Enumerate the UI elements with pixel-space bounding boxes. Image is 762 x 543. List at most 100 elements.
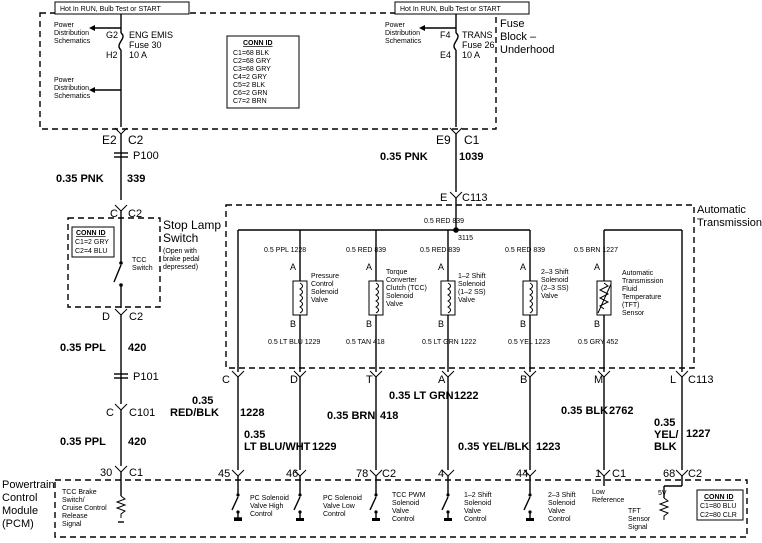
shift-solenoid-1-2 — [440, 280, 456, 316]
label-right-feed-c1: C1 — [464, 133, 480, 147]
tcc-pwm-driver — [369, 476, 380, 521]
label-fuse-block-pds-3-line1: Power — [385, 22, 406, 29]
p100-label: P100 — [133, 150, 159, 162]
wire-420-gauge-lower: 0.35 PPL — [60, 436, 106, 448]
label-automatic-transmission-components-4-name-3: Temperature — [622, 294, 661, 301]
wire-1222-circuit: 1222 — [454, 390, 478, 402]
label-left-column-d: D — [102, 311, 110, 323]
label-fuse-block-pds-2-line2: Distribution — [54, 85, 89, 92]
label-pcm-tft-0: TFT — [628, 508, 642, 515]
label-fuse-block-pds-2-line3: Schematics — [54, 93, 91, 100]
wire-418-circuit: 418 — [380, 410, 398, 422]
conn-id-pcm — [696, 489, 744, 521]
label-automatic-transmission-components-1-name-0: Torque — [386, 269, 408, 276]
five-v-label: 5V — [658, 490, 667, 497]
wire-418-gauge: 0.35 BRN — [327, 410, 375, 422]
label-pcm-ss23-1: Solenoid — [548, 500, 575, 507]
label-left-column-c: C — [106, 407, 114, 419]
label-fuse-block-right-fuse-amps: 10 A — [462, 50, 480, 60]
label-pcm-tcc-brake-lines-0: TCC Brake — [62, 489, 97, 496]
label-automatic-transmission-components-2-top-wire: 0.5 RED 839 — [420, 247, 460, 254]
c113-pin-t: T — [366, 374, 373, 386]
wire-420-circuit-lower: 420 — [128, 436, 146, 448]
wire-339-circuit: 339 — [127, 173, 145, 185]
pressure-control-solenoid — [292, 280, 308, 316]
label-automatic-transmission-components-2-name-2: (1–2 SS) — [458, 289, 486, 296]
shift-2-3-driver — [523, 476, 534, 521]
label-pcm-pc-high-2: Control — [250, 511, 273, 518]
label-right-feed-e: E — [440, 192, 447, 204]
c113-pin-l: L — [670, 374, 676, 386]
pcm-pin-44: 44 — [516, 468, 528, 480]
stop-lamp-switch-title-2: Switch — [163, 231, 198, 245]
automatic-transmission-label-1: Automatic — [697, 204, 746, 216]
label-pcm-low-ref-1: Reference — [592, 497, 624, 504]
c113-pin-c: C — [222, 374, 230, 386]
label-automatic-transmission-components-4-name-5: Sensor — [622, 310, 645, 317]
label-automatic-transmission-components-4-bottom-wire: 0.5 GRY 452 — [578, 339, 618, 346]
label-pcm-c2-b: C2 — [688, 468, 702, 480]
label-pcm-pc-low-2: Control — [323, 511, 346, 518]
wire-2762-circuit: 2762 — [609, 405, 633, 417]
label-pcm-ss23-3: Control — [548, 516, 571, 523]
pcm-pin-46: 46 — [286, 468, 298, 480]
fuse-26-symbol — [453, 32, 459, 51]
label-fuse-block-pds-3-line2: Distribution — [385, 30, 420, 37]
label-automatic-transmission-components-2-name-3: Valve — [458, 297, 475, 304]
p101-label: P101 — [133, 371, 159, 383]
label-automatic-transmission-components-1-bottom-wire: 0.5 TAN 418 — [346, 339, 385, 346]
label-automatic-transmission-components-0-pin-a: A — [290, 262, 296, 272]
label-fuse-block-pds-1-line3: Schematics — [54, 38, 91, 45]
wire-2762-gauge: 0.35 BLK — [561, 405, 608, 417]
label-pcm-tcc-brake-lines-1: Switch/ — [62, 497, 85, 504]
label-left-column-pin30: 30 — [100, 467, 112, 479]
label-automatic-transmission-components-2-name-0: 1–2 Shift — [458, 273, 486, 280]
label-pcm-low-ref-0: Low — [592, 489, 606, 496]
label-conn-id-fuse-lines-1: C2=68 GRY — [233, 58, 271, 65]
label-automatic-transmission-components-4-pin-a: A — [594, 262, 600, 272]
wire-1229-circuit: 1229 — [312, 441, 336, 453]
fuse-30-h2: H2 — [106, 50, 118, 60]
label-automatic-transmission-components-3-pin-b: B — [520, 319, 526, 329]
label-automatic-transmission-components-1-name-2: Clutch (TCC) — [386, 285, 427, 292]
label-pcm-pc-low-0: PC Solenoid — [323, 495, 362, 502]
label-automatic-transmission-components-1-name-3: Solenoid — [386, 293, 413, 300]
label-automatic-transmission-components-3-name-3: Valve — [541, 293, 558, 300]
pcm-pin-1: 1 — [595, 468, 601, 480]
label-automatic-transmission-components-0-pin-b: B — [290, 319, 296, 329]
c113-pin-m: M — [594, 374, 603, 386]
label-fuse-block-pds-1-line2: Distribution — [54, 30, 89, 37]
label-conn-id-fuse-lines-5: C6=2 GRN — [233, 90, 267, 97]
label-fuse-block-right-fuse-fuse: Fuse 26 — [462, 40, 495, 50]
label-pcm-pc-low-1: Valve Low — [323, 503, 356, 510]
c113-pin-d: D — [290, 374, 298, 386]
wire-1039-gauge: 0.35 PNK — [380, 151, 428, 163]
label-pcm-ss12-3: Control — [464, 516, 487, 523]
c101-label: C101 — [129, 407, 155, 419]
label-pcm-pc-high-1: Valve High — [250, 503, 283, 510]
pcm-label-1: Powertrain — [2, 479, 55, 491]
c2-top-label: C2 — [128, 133, 144, 147]
label-automatic-transmission-components-3-name-2: (2–3 SS) — [541, 285, 569, 292]
stop-lamp-switch-outline — [67, 217, 161, 308]
c113-top-label: C113 — [462, 192, 487, 204]
fuse-30-g2: G2 — [106, 30, 118, 40]
label-automatic-transmission-components-1-top-wire: 0.5 RED 839 — [346, 247, 386, 254]
label-pcm-ss12-2: Valve — [464, 508, 481, 515]
label-fuse-block-pds-3-line3: Schematics — [385, 38, 422, 45]
tcc-brake-resistor — [115, 495, 127, 518]
label-stop-lamp-switch-note-line2: brake pedal — [163, 256, 200, 263]
label-pcm-ss12-0: 1–2 Shift — [464, 492, 492, 499]
label-pcm-tcc-brake-lines-2: Cruise Control — [62, 505, 107, 512]
label-automatic-transmission-components-4-name-0: Automatic — [622, 270, 654, 277]
wire-1039-circuit: 1039 — [459, 151, 483, 163]
wire-1223-circuit: 1223 — [536, 441, 560, 453]
label-conn-id-fuse-lines-2: C3=68 GRY — [233, 66, 271, 73]
fuse-block-label-1: Fuse — [500, 18, 524, 30]
label-automatic-transmission-components-2-pin-a: A — [438, 262, 444, 272]
fuse-30-name: ENG EMIS — [129, 30, 173, 40]
label-automatic-transmission-components-3-name-1: Solenoid — [541, 277, 568, 284]
label-automatic-transmission-components-3-bottom-wire: 0.5 YEL 1223 — [508, 339, 550, 346]
label-automatic-transmission-components-3-name-0: 2–3 Shift — [541, 269, 569, 276]
c113-pin-a: A — [438, 374, 446, 386]
